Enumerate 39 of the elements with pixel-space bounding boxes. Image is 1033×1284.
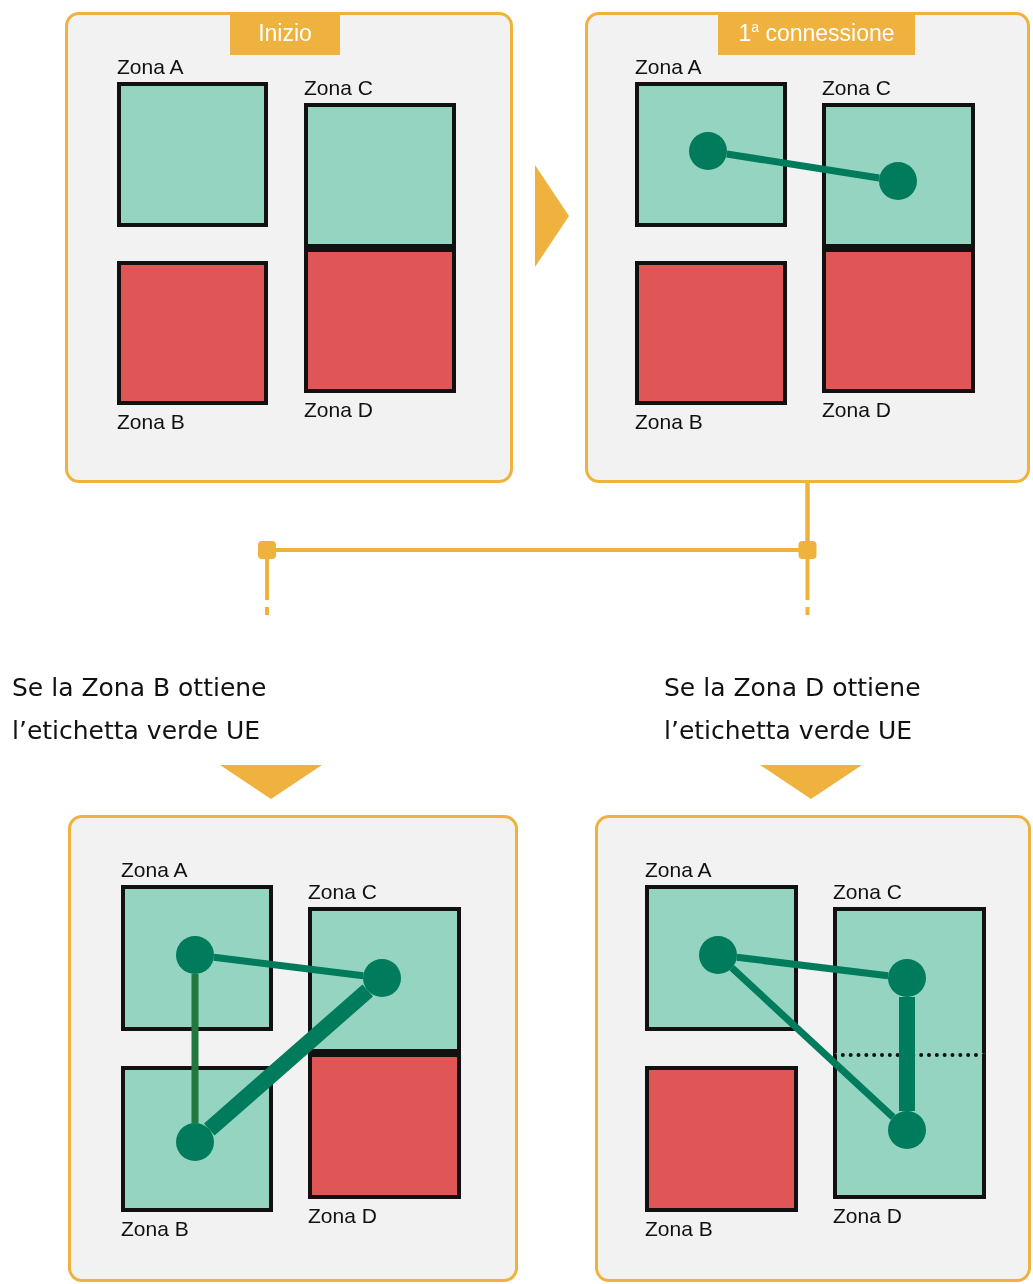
- zone-label: Zona B: [121, 1216, 189, 1242]
- connection-dot: [689, 132, 727, 170]
- zone-label: Zona D: [304, 397, 373, 423]
- panel-card: [68, 815, 518, 1282]
- connection-line: [213, 953, 364, 980]
- connection-line: [899, 997, 915, 1111]
- panel-card: [595, 815, 1031, 1282]
- panel-tab: Inizio: [230, 12, 340, 55]
- zone-label: Zona A: [117, 54, 184, 80]
- zone-label: Zona C: [822, 75, 891, 101]
- zone-label: Zona A: [121, 857, 188, 883]
- zone-label: Zona B: [635, 409, 703, 435]
- zone-label: Zona D: [833, 1203, 902, 1229]
- zone-label: Zona D: [308, 1203, 377, 1229]
- condition-text: Se la Zona B ottiene l’etichetta verde UE: [12, 666, 342, 752]
- zone-label: Zona B: [645, 1216, 713, 1242]
- zone-label: Zona D: [822, 397, 891, 423]
- panel-tab: 1$^{a}$ connessione: [718, 12, 915, 55]
- connection-dot: [176, 1123, 214, 1161]
- connection-dot: [888, 1111, 926, 1149]
- zone-label: Zona C: [833, 879, 902, 905]
- connection-line: [204, 984, 373, 1136]
- connection-line: [729, 965, 896, 1120]
- zone-label: Zona C: [304, 75, 373, 101]
- connection-line: [726, 150, 880, 182]
- condition-text: Se la Zona D ottiene l’etichetta verde UE: [664, 666, 994, 752]
- zone-label: Zona C: [308, 879, 377, 905]
- connection-dot: [363, 959, 401, 997]
- connection-line: [736, 953, 889, 980]
- zone-label: Zona B: [117, 409, 185, 435]
- connection-dot: [888, 959, 926, 997]
- connection-dot: [176, 936, 214, 974]
- zone-label: Zona A: [635, 54, 702, 80]
- panel-card: [65, 12, 513, 483]
- connection-dot: [699, 936, 737, 974]
- panel-card: [585, 12, 1030, 483]
- connection-dot: [879, 162, 917, 200]
- connection-line: [191, 974, 199, 1123]
- zone-label: Zona A: [645, 857, 712, 883]
